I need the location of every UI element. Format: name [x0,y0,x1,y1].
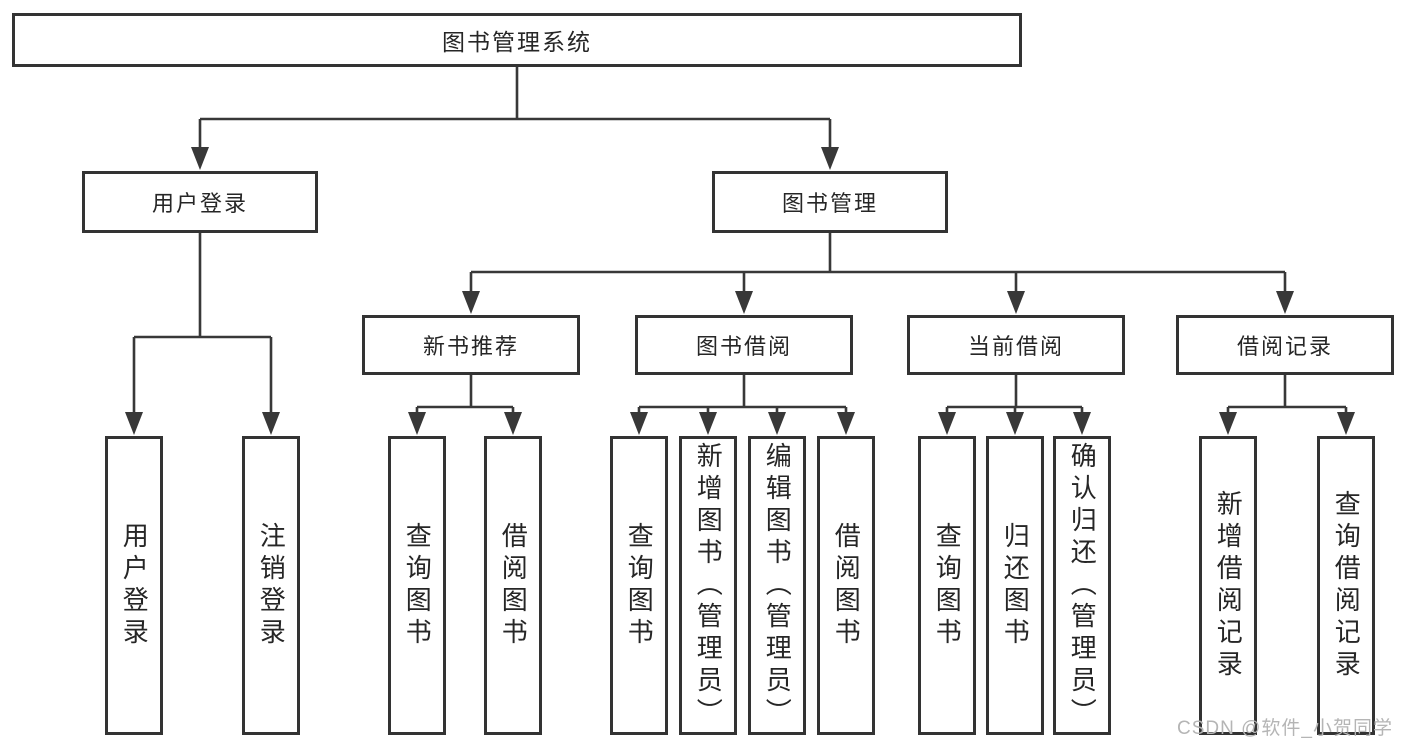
node-current-borrowing: 当前借阅 [907,315,1125,375]
node-query-books-recommend: 查询图书 [388,436,446,735]
node-user-login: 用户登录 [82,171,318,233]
node-add-borrow-record: 新增借阅记录 [1199,436,1257,735]
node-new-book-recommendation: 新书推荐 [362,315,580,375]
node-label: 新增借阅记录 [1213,489,1244,682]
node-user-login-action: 用户登录 [105,436,163,735]
connector-user-login [132,233,273,416]
connector-book-borrowing [637,375,848,417]
node-label: 注销登录 [256,521,287,650]
node-label: 查询借阅记录 [1331,489,1362,682]
node-edit-books-admin: 编辑图书（管理员） [748,436,806,735]
connector-book-management [469,233,1287,296]
connector-borrowing-records [1226,375,1348,417]
node-query-books-current: 查询图书 [918,436,976,735]
node-label: 用户登录 [151,191,248,216]
node-borrowing-records: 借阅记录 [1176,315,1394,375]
node-borrow-books-recommend: 借阅图书 [484,436,542,735]
node-label: 查询图书 [402,521,433,650]
node-label: 新书推荐 [422,334,519,359]
node-query-borrow-record: 查询借阅记录 [1317,436,1375,735]
node-label: 新增图书（管理员） [693,441,724,730]
watermark: CSDN @软件_小贺同学 [1177,718,1393,739]
node-label: 查询图书 [932,521,963,650]
node-label: 图书管理 [781,191,878,216]
node-library-management-system: 图书管理系统 [12,13,1022,67]
node-book-management: 图书管理 [712,171,948,233]
node-confirm-return-admin: 确认归还（管理员） [1053,436,1111,735]
node-borrow-books: 借阅图书 [817,436,875,735]
node-return-books: 归还图书 [986,436,1044,735]
node-label: 借阅图书 [831,521,862,650]
node-logout-action: 注销登录 [242,436,300,735]
node-query-books-borrow: 查询图书 [610,436,668,735]
node-label: 查询图书 [624,521,655,650]
node-book-borrowing: 图书借阅 [635,315,853,375]
node-label: 用户登录 [119,521,150,650]
node-label: 图书管理系统 [442,29,592,55]
node-label: 编辑图书（管理员） [762,441,793,730]
node-label: 图书借阅 [695,334,792,359]
node-label: 借阅记录 [1236,334,1333,359]
connector-current-borrowing [945,375,1084,417]
node-label: 借阅图书 [498,521,529,650]
node-label: 归还图书 [1000,521,1031,650]
node-label: 当前借阅 [967,334,1064,359]
node-label: 确认归还（管理员） [1067,441,1098,730]
node-add-books-admin: 新增图书（管理员） [679,436,737,735]
connector-root [198,67,832,150]
connector-new-book-recommendation [415,375,515,417]
